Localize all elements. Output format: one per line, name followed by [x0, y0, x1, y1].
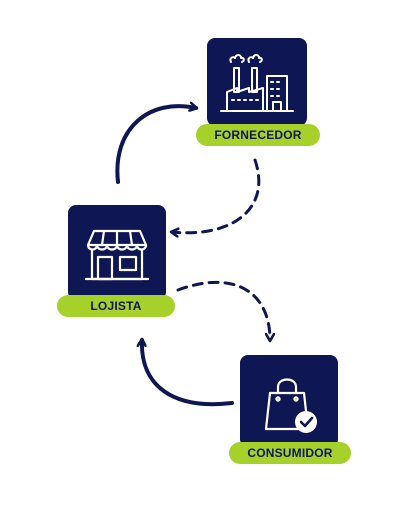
- arrow-consumidor-to-lojista: [142, 340, 234, 407]
- storefront-icon: [84, 229, 150, 281]
- factory-icon: [220, 54, 294, 112]
- label-lojista: LOJISTA: [57, 295, 175, 317]
- node-lojista: [68, 205, 166, 300]
- shopping-bag-check-icon: [264, 378, 317, 433]
- arrow-lojista-to-consumidor: [176, 280, 270, 340]
- arrow-fornecedor-to-lojista: [172, 158, 261, 233]
- arrow-lojista-to-fornecedor: [115, 106, 196, 184]
- node-fornecedor: [207, 38, 307, 126]
- label-consumidor: CONSUMIDOR: [229, 442, 351, 464]
- node-consumidor: [240, 355, 338, 447]
- label-fornecedor: FORNECEDOR: [196, 124, 320, 146]
